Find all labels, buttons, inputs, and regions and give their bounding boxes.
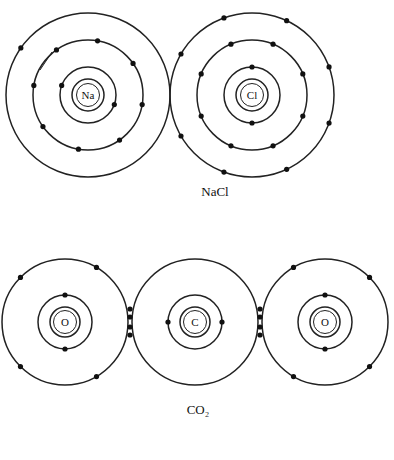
element-symbol: C (191, 317, 198, 328)
nucleus-ring (180, 307, 210, 337)
atom-nucleus: O (313, 310, 337, 334)
electron-dot (165, 319, 170, 324)
electron-dot (178, 133, 183, 138)
element-symbol: O (61, 317, 69, 328)
nucleus-ring (72, 79, 104, 111)
electron-dot (18, 364, 23, 369)
electron-shell (2, 259, 128, 385)
formula-label: NaCl (201, 185, 228, 199)
electron-dot (291, 265, 296, 270)
electron-dot (270, 42, 275, 47)
electron-dot (326, 64, 331, 69)
electron-dot (140, 102, 145, 107)
electron-dot (130, 61, 135, 66)
electron-shell (262, 259, 388, 385)
nucleus-ring (50, 307, 80, 337)
nucleus-ring (236, 79, 268, 111)
electron-dot (199, 71, 204, 76)
electron-dot (291, 374, 296, 379)
electron-dot (18, 275, 23, 280)
electron-dot (117, 137, 122, 142)
electron-shell (60, 67, 116, 123)
electron-dot (284, 18, 289, 23)
electron-dot (76, 147, 81, 152)
electron-dot (127, 324, 132, 329)
electron-shell (38, 295, 92, 349)
electron-dot (62, 292, 67, 297)
electron-shells (2, 13, 388, 385)
electron-dot (219, 319, 224, 324)
electron-dot (178, 51, 183, 56)
electron-dot (257, 314, 262, 319)
electron-shell (6, 13, 170, 177)
electron-dot (40, 124, 45, 129)
atom-nucleus: Na (76, 83, 100, 107)
electron-dot (270, 143, 275, 148)
electron-dot (127, 314, 132, 319)
electron-dot (249, 64, 254, 69)
electron-dot (300, 113, 305, 118)
electron-shell (197, 40, 307, 150)
electron-dot (367, 275, 372, 280)
electron-shell (168, 295, 222, 349)
electron-dot (284, 167, 289, 172)
atom-nucleus: O (53, 310, 77, 334)
electron-dot (127, 332, 132, 337)
atom-nucleus: C (183, 310, 207, 334)
electron-dot (249, 120, 254, 125)
nucleus-ring (310, 307, 340, 337)
formula-label: CO₂ (187, 403, 210, 417)
electron-dot (257, 306, 262, 311)
electron-dot (228, 42, 233, 47)
electrons (18, 15, 372, 379)
electron-dot (59, 83, 64, 88)
electron-dot (300, 71, 305, 76)
electron-shell (224, 67, 280, 123)
electron-dot (94, 374, 99, 379)
electron-dot (322, 346, 327, 351)
element-symbol: Na (82, 90, 95, 101)
element-symbol: O (321, 317, 329, 328)
electron-shell (132, 259, 258, 385)
electron-dot (94, 265, 99, 270)
atom-nucleus: Cl (240, 83, 264, 107)
electron-dot (31, 83, 36, 88)
electron-dot (228, 143, 233, 148)
electron-shell (298, 295, 352, 349)
electron-dot (326, 120, 331, 125)
electron-dot (221, 169, 226, 174)
pen-mark (40, 52, 52, 70)
electron-dot (199, 113, 204, 118)
element-symbol: Cl (247, 90, 257, 101)
electron-dot (322, 292, 327, 297)
electron-dot (95, 38, 100, 43)
electron-shell (33, 40, 143, 150)
electron-shell (170, 13, 334, 177)
electron-dot (62, 346, 67, 351)
electron-dot (221, 15, 226, 20)
electron-dot (18, 45, 23, 50)
electron-dot (257, 332, 262, 337)
electron-dot (257, 324, 262, 329)
electron-dot (127, 306, 132, 311)
electron-dot (112, 102, 117, 107)
electron-dot (367, 364, 372, 369)
electron-dot (54, 47, 59, 52)
